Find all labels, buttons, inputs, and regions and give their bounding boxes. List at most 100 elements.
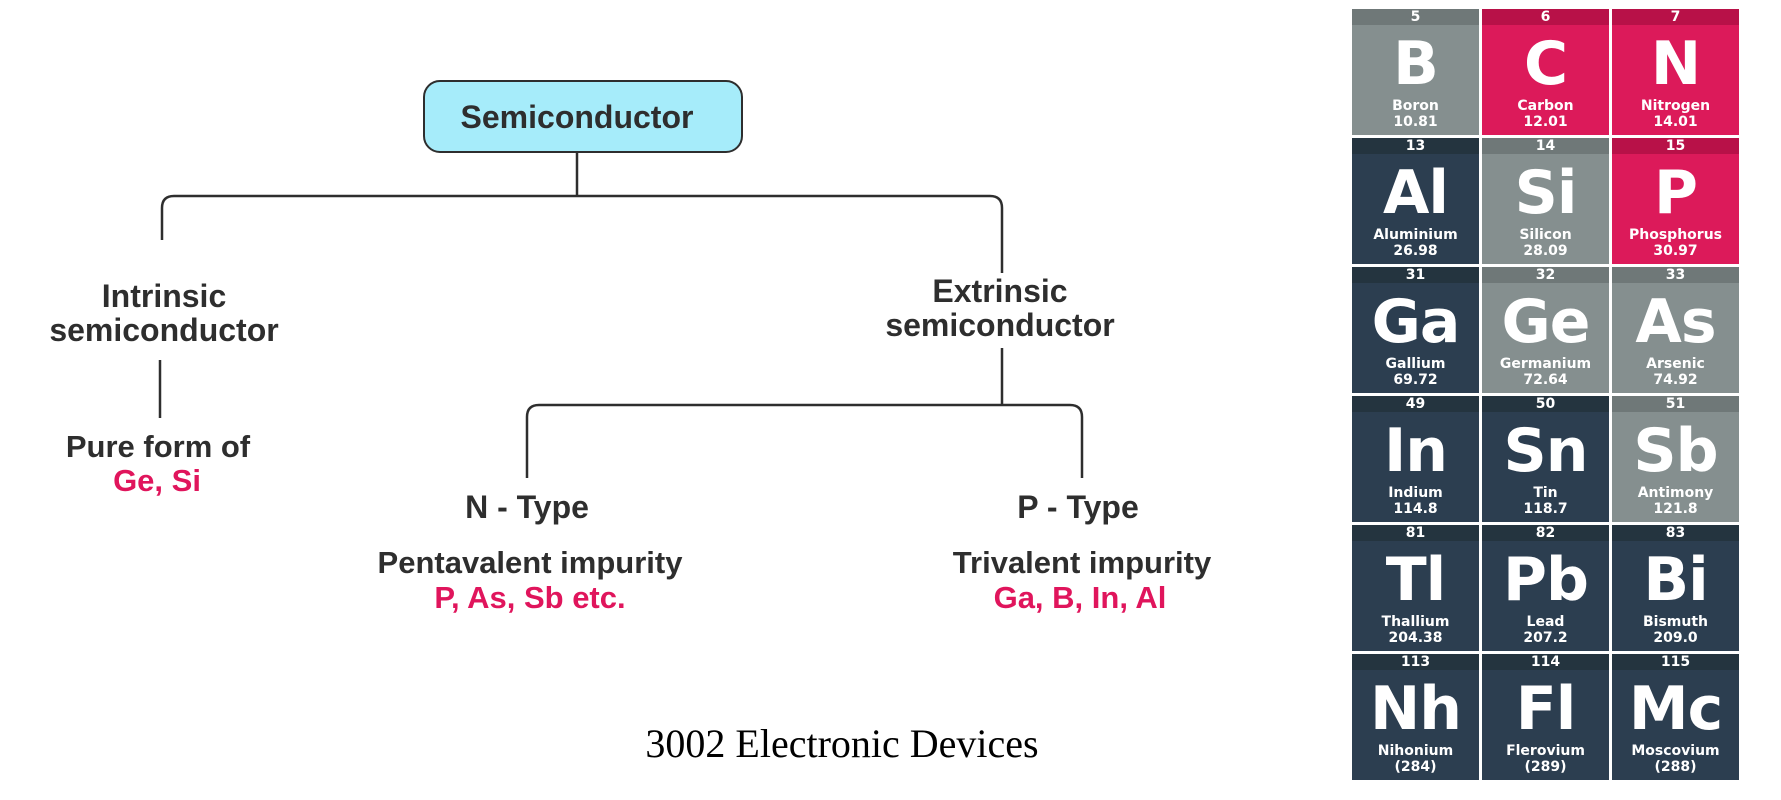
element-mass: 69.72 <box>1393 372 1438 388</box>
element-symbol: P <box>1654 158 1698 228</box>
element-mass: 207.2 <box>1523 630 1568 646</box>
element-mass: 10.81 <box>1393 114 1438 130</box>
p-type-title: P - Type <box>1017 489 1139 525</box>
element-name: Thallium <box>1381 614 1450 630</box>
element-symbol: N <box>1650 29 1701 99</box>
element-number: 83 <box>1612 525 1739 541</box>
element-name: Arsenic <box>1646 356 1705 372</box>
element-number: 5 <box>1352 9 1479 25</box>
element-name: Boron <box>1392 98 1439 114</box>
element-symbol: Ge <box>1501 287 1591 357</box>
element-number: 33 <box>1612 267 1739 283</box>
element-number: 14 <box>1482 138 1609 154</box>
element-name: Gallium <box>1385 356 1446 372</box>
element-name: Bismuth <box>1642 614 1709 630</box>
element-symbol: Ga <box>1371 287 1461 357</box>
element-mass: (289) <box>1524 759 1567 775</box>
element-symbol: Nh <box>1370 674 1462 744</box>
element-number: 82 <box>1482 525 1609 541</box>
element-symbol: Pb <box>1503 545 1589 615</box>
element-symbol: Sn <box>1503 416 1589 486</box>
element-number: 115 <box>1612 654 1739 670</box>
intrinsic-title-line2: semiconductor <box>49 312 278 348</box>
element-number: 32 <box>1482 267 1609 283</box>
element-symbol: Al <box>1382 158 1449 228</box>
extrinsic-title-line2: semiconductor <box>885 307 1114 343</box>
element-symbol: Tl <box>1385 545 1447 615</box>
element-symbol: Mc <box>1628 674 1723 744</box>
element-number: 113 <box>1352 654 1479 670</box>
element-number: 81 <box>1352 525 1479 541</box>
root-node-label: Semiconductor <box>461 99 694 135</box>
element-name: Nihonium <box>1377 743 1454 759</box>
element-name: Tin <box>1533 485 1558 501</box>
element-mass: 121.8 <box>1653 501 1698 517</box>
connector-lines <box>158 152 1084 478</box>
element-number: 7 <box>1612 9 1739 25</box>
element-mass: 12.01 <box>1523 114 1568 130</box>
page-caption: 3002 Electronic Devices <box>645 721 1038 766</box>
element-symbol: Si <box>1514 158 1578 228</box>
element-symbol: In <box>1383 416 1448 486</box>
element-mass: (284) <box>1394 759 1437 775</box>
element-mass: 14.01 <box>1653 114 1698 130</box>
element-number: 50 <box>1482 396 1609 412</box>
element-mass: 74.92 <box>1653 372 1698 388</box>
element-mass: 28.09 <box>1523 243 1568 259</box>
element-name: Germanium <box>1499 356 1592 372</box>
element-symbol: B <box>1393 29 1439 99</box>
element-mass: 114.8 <box>1393 501 1438 517</box>
p-type-description: Trivalent impurity <box>953 545 1212 580</box>
intrinsic-description: Pure form of <box>66 429 251 464</box>
element-symbol: As <box>1635 287 1716 357</box>
element-symbol: Bi <box>1643 545 1708 615</box>
element-number: 31 <box>1352 267 1479 283</box>
element-mass: (288) <box>1654 759 1697 775</box>
element-mass: 30.97 <box>1653 243 1698 259</box>
element-name: Carbon <box>1517 98 1574 114</box>
element-symbol: Fl <box>1515 674 1577 744</box>
element-symbol: C <box>1523 29 1568 99</box>
root-branch-line <box>160 194 1004 273</box>
element-number: 49 <box>1352 396 1479 412</box>
element-number: 114 <box>1482 654 1609 670</box>
element-name: Moscovium <box>1631 743 1720 759</box>
element-number: 51 <box>1612 396 1739 412</box>
element-symbol: Sb <box>1633 416 1718 486</box>
element-mass: 209.0 <box>1653 630 1698 646</box>
element-name: Flerovium <box>1506 743 1585 759</box>
intrinsic-examples: Ge, Si <box>113 463 201 498</box>
element-number: 13 <box>1352 138 1479 154</box>
p-type-examples: Ga, B, In, Al <box>994 580 1167 615</box>
element-name: Silicon <box>1519 227 1572 243</box>
root-node-box <box>423 80 743 153</box>
extrinsic-branch-line <box>525 348 1084 478</box>
intrinsic-title-line1: Intrinsic <box>102 278 226 314</box>
element-number: 6 <box>1482 9 1609 25</box>
element-mass: 204.38 <box>1388 630 1443 646</box>
element-name: Nitrogen <box>1640 98 1711 114</box>
element-mass: 118.7 <box>1523 501 1568 517</box>
element-number: 15 <box>1612 138 1739 154</box>
element-name: Lead <box>1526 614 1565 630</box>
element-name: Aluminium <box>1373 227 1458 243</box>
